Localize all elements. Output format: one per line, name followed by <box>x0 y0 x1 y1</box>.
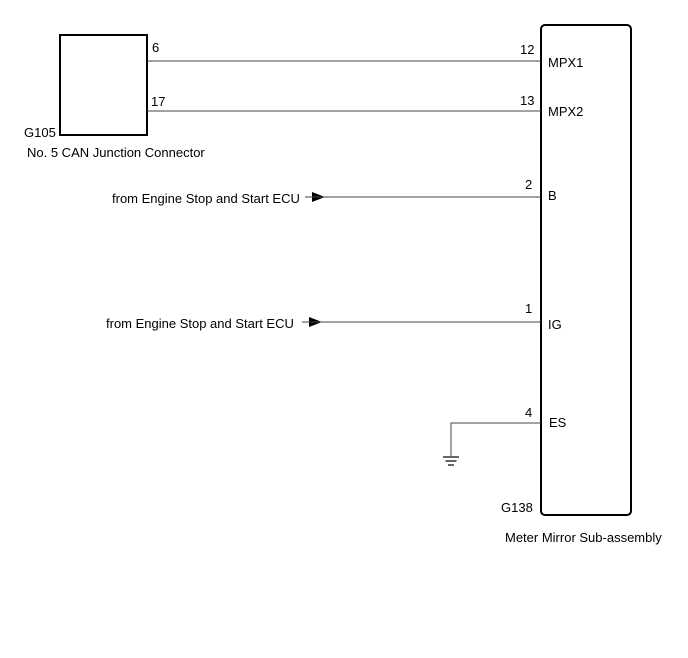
ground-icon <box>443 456 459 466</box>
right-pin-2: 2 <box>525 177 532 192</box>
left-pin-17: 17 <box>151 94 165 109</box>
input-label-b: from Engine Stop and Start ECU <box>112 191 300 206</box>
left-connector-id: G105 <box>24 125 56 140</box>
meter-mirror-box <box>540 24 632 516</box>
wire-es <box>450 422 541 456</box>
input-label-ig: from Engine Stop and Start ECU <box>106 316 294 331</box>
right-pin-1: 1 <box>525 301 532 316</box>
terminal-label-mpx1: MPX1 <box>548 55 583 70</box>
right-component-name: Meter Mirror Sub-assembly <box>505 530 662 545</box>
right-pin-13: 13 <box>520 93 534 108</box>
right-component-id: G138 <box>501 500 533 515</box>
left-connector-name: No. 5 CAN Junction Connector <box>27 145 205 160</box>
terminal-label-ig: IG <box>548 317 562 332</box>
left-pin-6: 6 <box>152 40 159 55</box>
terminal-label-b: B <box>548 188 557 203</box>
terminal-label-mpx2: MPX2 <box>548 104 583 119</box>
can-junction-connector-box <box>59 34 148 136</box>
right-pin-4: 4 <box>525 405 532 420</box>
terminal-label-es: ES <box>549 415 567 430</box>
right-pin-12: 12 <box>520 42 534 57</box>
